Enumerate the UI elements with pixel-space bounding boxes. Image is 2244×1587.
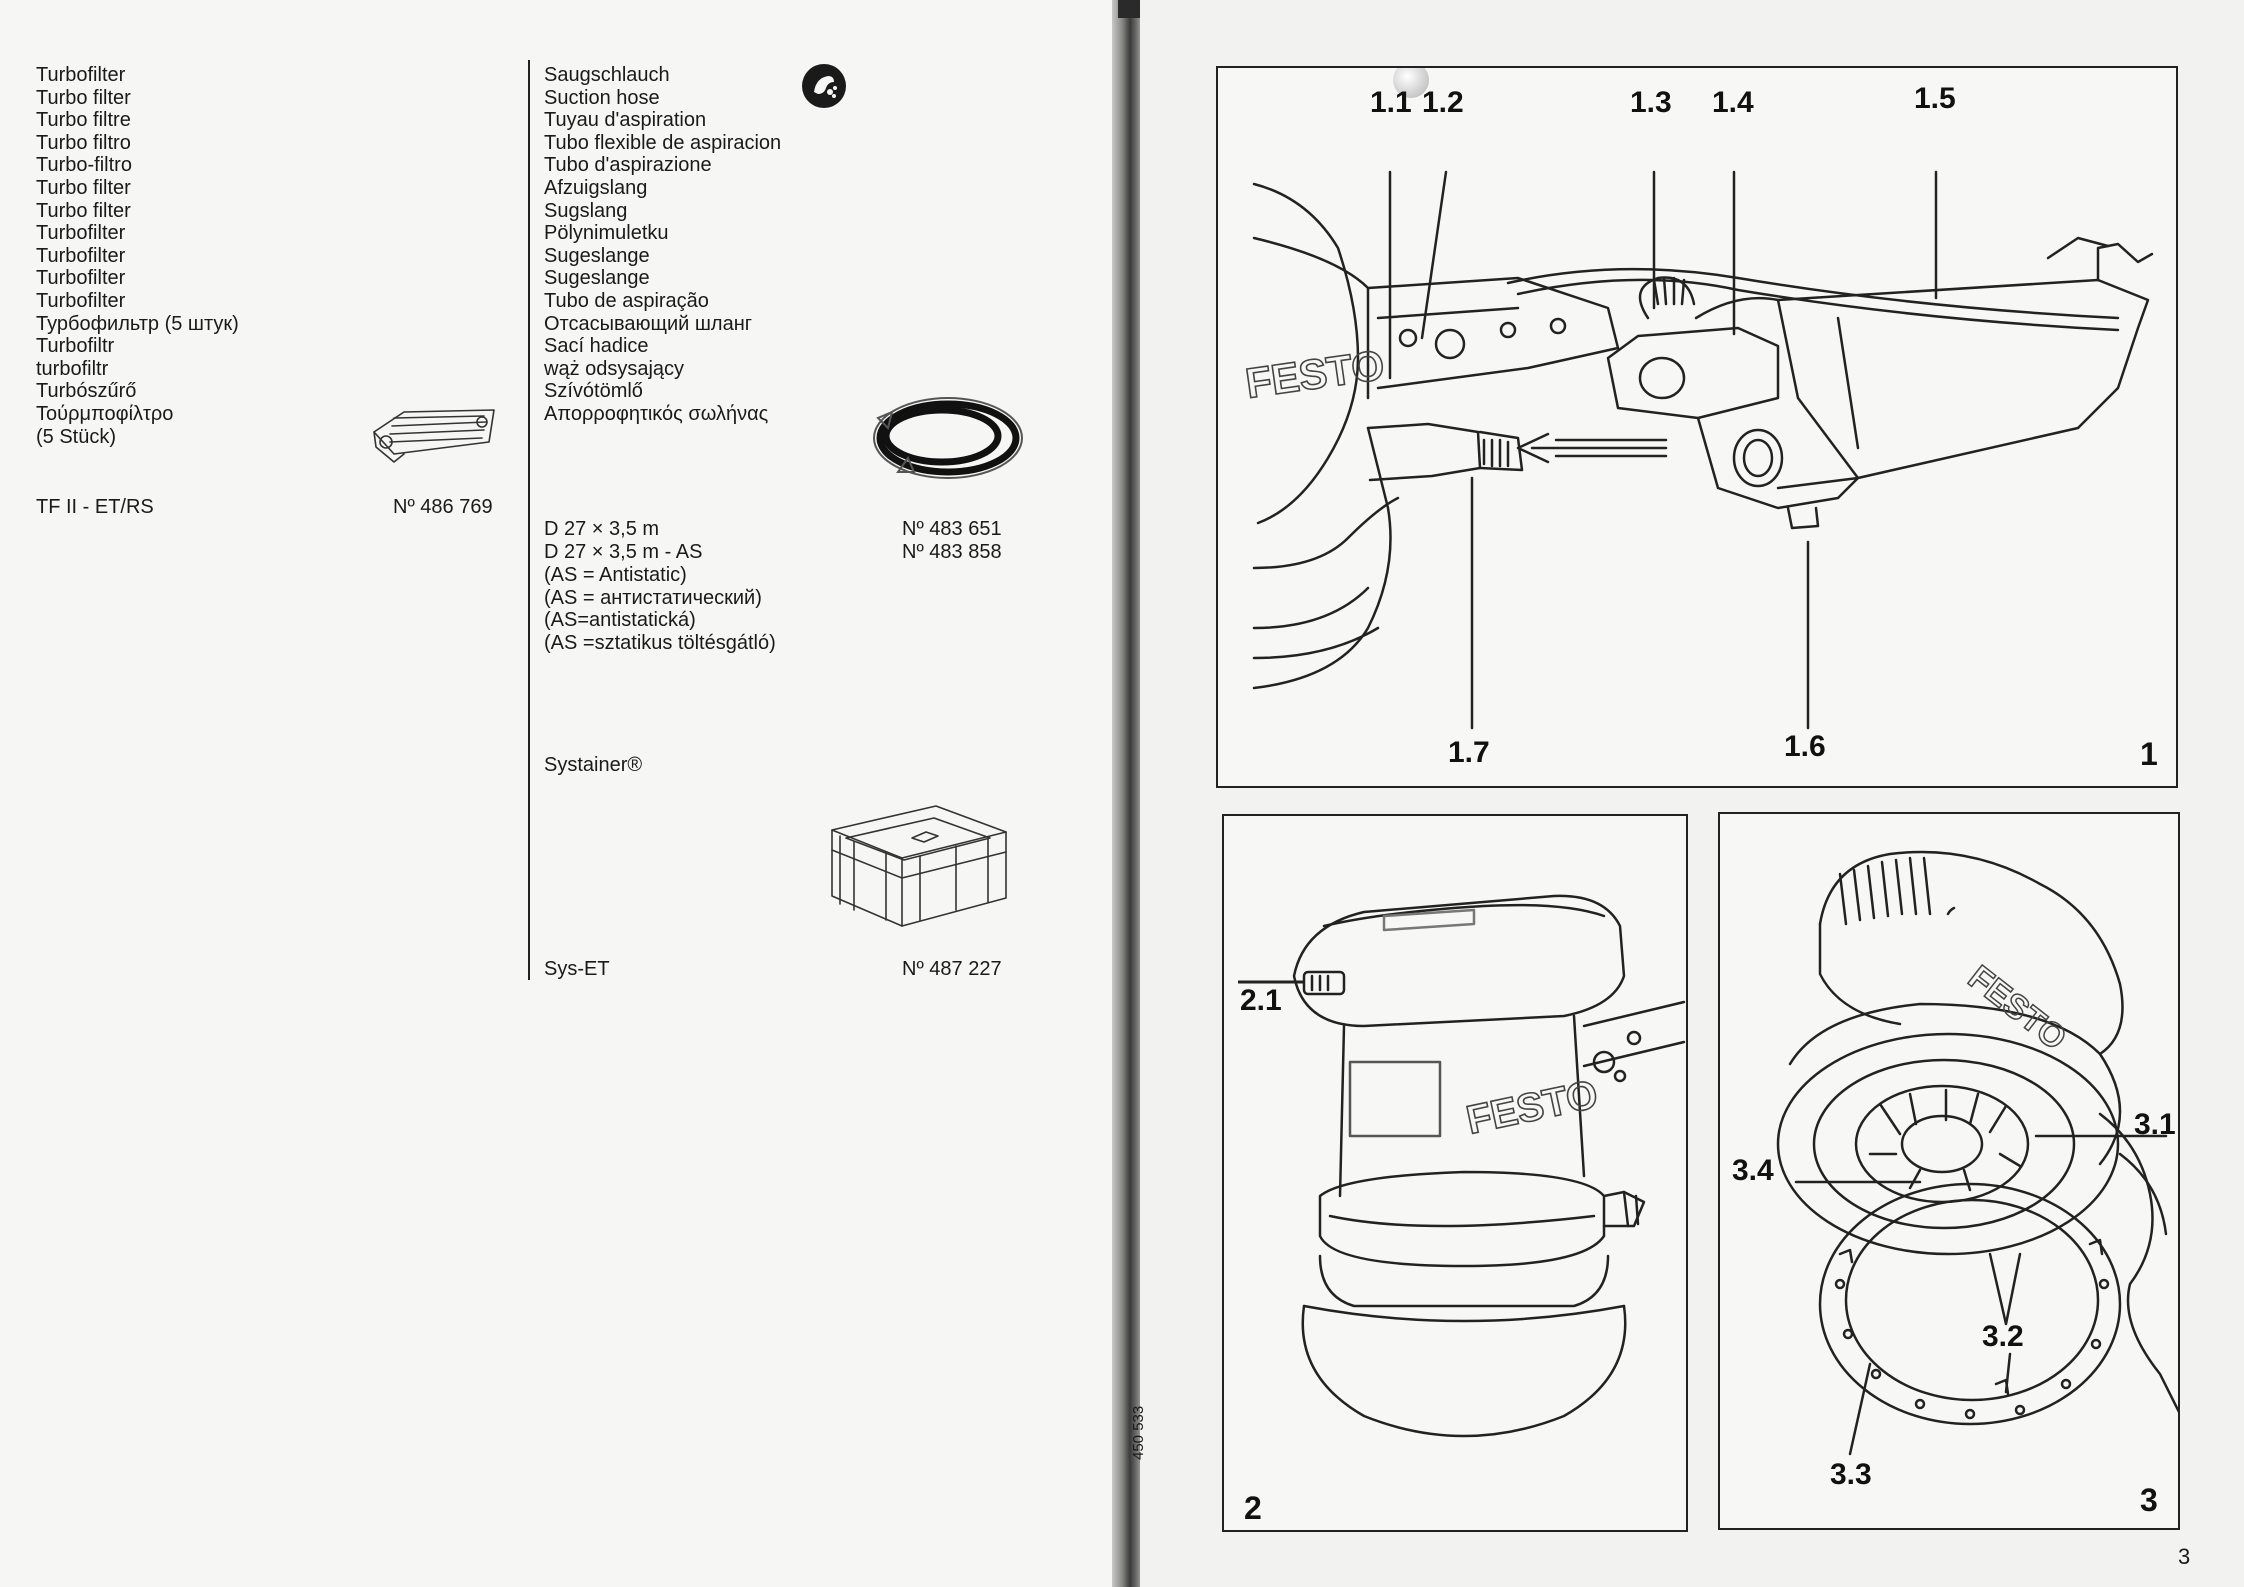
filter-name-item: Turbofilter (36, 244, 126, 267)
figure-1-number: 1 (2140, 736, 2158, 772)
hose-name-item: Saugschlauch (544, 64, 670, 86)
label-3-3: 3.3 (1830, 1458, 1872, 1491)
hose-name-item: Отсасывающий шланг (544, 312, 753, 335)
systainer-box-image (831, 805, 1007, 927)
figure-2-number: 2 (1244, 1490, 1262, 1526)
page-number: 3 (2178, 1544, 2191, 1569)
filter-name-item: Turbofilter (36, 64, 126, 86)
label-1-7: 1.7 (1448, 736, 1490, 769)
hose-name-item: Sugeslange (544, 244, 650, 267)
hose-spec-1: D 27 × 3,5 m (544, 518, 660, 540)
hose-name-item: Suction hose (544, 86, 660, 109)
hose-name-item: Sugslang (544, 199, 628, 222)
figure-1-brand: FESTO (1243, 341, 1387, 407)
hose-name-item: wąż odsysający (544, 357, 685, 380)
hose-name-item: Tubo flexible de aspiracion (544, 131, 782, 154)
label-1-2: 1.2 (1422, 86, 1464, 119)
filter-name-item: Τούρμποφίλτρο (36, 402, 174, 425)
label-3-4: 3.4 (1732, 1154, 1774, 1187)
filter-name-item: (5 Stück) (36, 425, 117, 448)
label-1-5: 1.5 (1914, 82, 1956, 115)
figure-3-panel: FESTO 3.1 3.4 3.2 3.3 3 (1718, 812, 2180, 1530)
hose-note-item: (AS = Antistatic) (544, 564, 687, 586)
hose-name-item: Tubo d'aspirazione (544, 154, 712, 177)
filter-name-item: Turbo filtre (36, 109, 131, 132)
figure-2-drawing: FESTO (1238, 894, 1686, 1438)
figure-3-number: 3 (2140, 1482, 2158, 1518)
hose-name-item: Afzuigslang (544, 176, 648, 199)
hose-name-item: Pölynimuletku (544, 222, 669, 245)
hose-note-item: (AS=antistatická) (544, 609, 696, 632)
filter-order-number: Nº 486 769 (393, 496, 493, 518)
filter-name-item: Turbo filter (36, 176, 131, 199)
hose-name-item: Tuyau d'aspiration (544, 109, 707, 132)
column-divider (528, 60, 530, 980)
filter-model: TF II - ET/RS (36, 496, 154, 518)
hose-note-item: (AS = антистатический) (544, 586, 762, 609)
filter-name-item: Турбофильтр (5 штук) (36, 312, 239, 335)
filter-product-image (373, 409, 495, 463)
filter-name-item: Turbo-filtro (36, 154, 132, 177)
hose-name-item: Szívótömlő (544, 380, 643, 403)
label-1-3: 1.3 (1630, 86, 1672, 119)
filter-name-item: Turbo filtro (36, 131, 131, 154)
hose-notes: (AS = Antistatic)(AS = антистатический)(… (544, 564, 776, 654)
figure-1-panel: FESTO 1.1 1.2 1.3 1.4 1.5 1.6 1.7 1 (1216, 66, 2178, 788)
hose-name-item: Sugeslange (544, 267, 650, 290)
filter-name-item: Turbofilter (36, 222, 126, 245)
document-code: 450 533 (1130, 1405, 1147, 1460)
hose-name-item: Sací hadice (544, 335, 649, 358)
filter-name-item: Turbo filter (36, 86, 131, 109)
hose-name-item: Tubo de aspiração (544, 289, 709, 312)
figure-3-drawing: FESTO (1776, 850, 2178, 1456)
label-1-1: 1.1 (1370, 86, 1412, 119)
hose-number-2: Nº 483 858 (902, 541, 1002, 563)
hose-spec-2: D 27 × 3,5 m - AS (544, 541, 703, 563)
systainer-label: Systainer® (544, 754, 643, 776)
label-1-4: 1.4 (1712, 86, 1754, 119)
suction-hose-image (873, 397, 1023, 479)
label-1-6: 1.6 (1784, 730, 1826, 763)
hose-note-item: (AS =sztatikus töltésgátló) (544, 631, 776, 654)
filter-name-item: Turbofilter (36, 267, 126, 290)
label-3-2: 3.2 (1982, 1320, 2024, 1353)
filter-name-item: Turbofiltr (36, 335, 115, 358)
right-page: 450 533 (1130, 0, 2244, 1587)
figure-1-drawing: FESTO (1242, 170, 2154, 730)
filter-name-item: Turbofilter (36, 289, 126, 312)
filter-name-item: Turbószűrő (36, 380, 137, 403)
figure-2-panel: FESTO 2.1 2 (1222, 814, 1688, 1532)
hole-punch-mark (1393, 68, 1429, 98)
systainer-order-number: Nº 487 227 (902, 958, 1002, 980)
dust-extraction-logo-icon (802, 64, 846, 108)
hose-name-item: Απορροφητικός σωλήνας (544, 402, 769, 425)
hose-number-1: Nº 483 651 (902, 518, 1002, 540)
filter-name-item: turbofiltr (36, 357, 109, 380)
filter-name-item: Turbo filter (36, 199, 131, 222)
systainer-model: Sys-ET (544, 958, 610, 980)
label-2-1: 2.1 (1240, 984, 1282, 1017)
label-3-1: 3.1 (2134, 1108, 2176, 1141)
